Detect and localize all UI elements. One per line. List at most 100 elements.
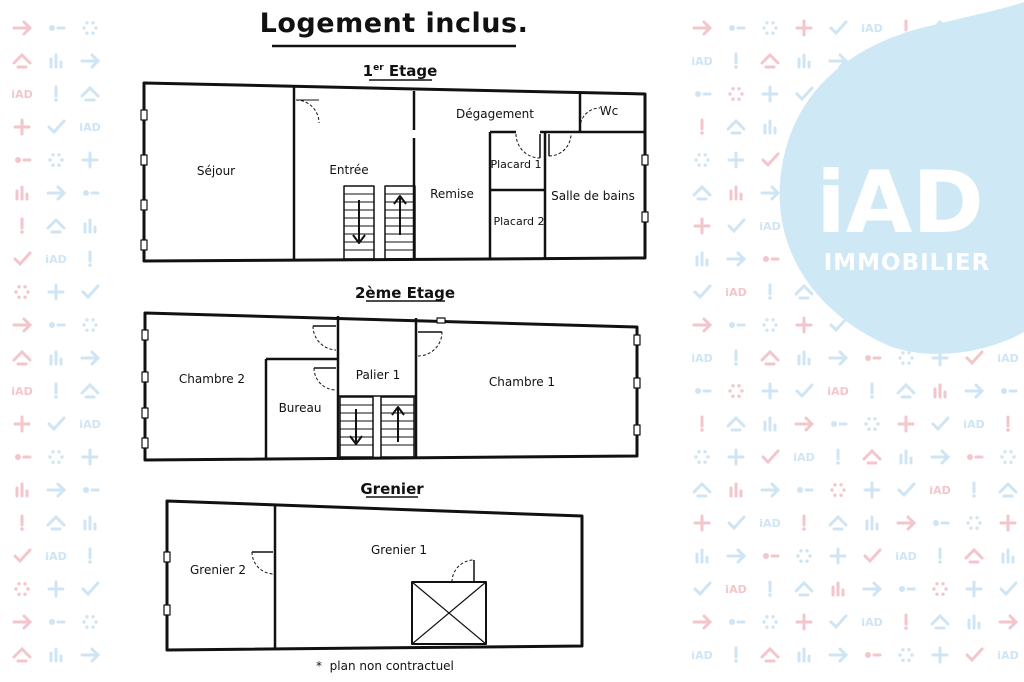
bars-icon: [49, 647, 63, 663]
svg-text:iAD: iAD: [45, 550, 66, 563]
gear-icon: [898, 351, 914, 365]
iad-mini-icon: iAD: [79, 418, 100, 431]
floor-title-second: 2ème Etage: [354, 284, 456, 302]
plus-icon: [829, 547, 847, 565]
plus-icon: [897, 415, 915, 433]
house-icon: [46, 217, 66, 234]
second-floor-plan: [141, 311, 641, 462]
exclamation-icon: [54, 382, 58, 399]
exclamation-icon: [904, 613, 908, 630]
arrow-icon: [80, 647, 101, 663]
floor-title-number: 1: [362, 62, 374, 80]
svg-text:iAD: iAD: [725, 286, 746, 299]
iad-mini-icon: iAD: [45, 253, 66, 266]
check-icon: [897, 482, 916, 498]
check-icon: [693, 284, 712, 300]
house-icon: [998, 481, 1018, 498]
floor-title-first: 1er Etage: [363, 62, 438, 80]
house-icon: [760, 52, 780, 69]
gear-icon: [830, 483, 846, 497]
dots-icon: [865, 355, 882, 361]
iad-mini-icon: iAD: [79, 121, 100, 134]
house-icon: [828, 514, 848, 531]
dots-icon: [729, 619, 746, 625]
svg-text:iAD: iAD: [79, 418, 100, 431]
gear-icon: [48, 153, 64, 167]
svg-text:iAD: iAD: [79, 121, 100, 134]
iad-mini-icon: iAD: [861, 22, 882, 35]
check-icon: [81, 284, 100, 300]
floor-title-attic: Grenier: [360, 480, 424, 498]
attic-outline: [165, 499, 584, 652]
check-icon: [761, 449, 780, 465]
iad-mini-icon: iAD: [45, 550, 66, 563]
stair-arrow-up: [391, 406, 405, 442]
exclamation-icon: [938, 547, 942, 564]
check-icon: [999, 581, 1018, 597]
check-icon: [727, 515, 746, 531]
dots-icon: [729, 322, 746, 328]
plus-icon: [795, 19, 813, 37]
staircase: [380, 396, 415, 458]
arrow-icon: [964, 383, 985, 399]
arrow-icon: [692, 614, 713, 630]
arrow-icon: [828, 53, 849, 69]
check-icon: [47, 416, 66, 432]
door-swing: [451, 559, 475, 583]
door-swing: [548, 133, 572, 157]
dots-icon: [15, 157, 32, 163]
arrow-icon: [930, 449, 951, 465]
check-icon: [727, 218, 746, 234]
check-icon: [13, 548, 32, 564]
gear-icon: [864, 417, 880, 431]
room-label-placard-2: Placard 2: [493, 215, 545, 228]
brand-subtitle: IMMOBILIER: [823, 250, 991, 276]
house-icon: [80, 85, 100, 102]
room-label-degagement: Dégagement: [456, 107, 534, 121]
bars-icon: [83, 515, 97, 531]
arrow-icon: [760, 482, 781, 498]
svg-text:iAD: iAD: [725, 583, 746, 596]
room-label-entree: Entrée: [329, 163, 369, 177]
attic-hatch: [411, 581, 487, 645]
check-icon: [965, 350, 984, 366]
gear-icon: [14, 285, 30, 299]
bars-icon: [729, 185, 743, 201]
plus-icon: [47, 283, 65, 301]
svg-text:iAD: iAD: [45, 253, 66, 266]
bars-icon: [15, 185, 29, 201]
plus-icon: [931, 646, 949, 664]
door-swing: [313, 367, 337, 391]
second-floor-outline: [143, 311, 639, 462]
dots-icon: [797, 487, 814, 493]
stair-arrow-down: [352, 200, 366, 244]
dots-icon: [763, 553, 780, 559]
house-icon: [862, 448, 882, 465]
iad-mini-icon: iAD: [861, 616, 882, 629]
iad-mini-icon: iAD: [895, 550, 916, 563]
bars-icon: [763, 416, 777, 432]
arrow-icon: [80, 53, 101, 69]
gear-icon: [762, 615, 778, 629]
arrow-icon: [692, 20, 713, 36]
plus-icon: [13, 118, 31, 136]
exclamation-icon: [768, 580, 772, 597]
check-icon: [795, 383, 814, 399]
gear-icon: [82, 21, 98, 35]
svg-text:iAD: iAD: [11, 385, 32, 398]
door-swing: [417, 331, 443, 357]
bars-icon: [49, 53, 63, 69]
house-icon: [930, 613, 950, 630]
arrow-icon: [726, 251, 747, 267]
arrow-icon: [760, 185, 781, 201]
page-title: Logement inclus.: [259, 8, 529, 39]
dots-icon: [729, 25, 746, 31]
plus-icon: [13, 415, 31, 433]
plus-icon: [795, 613, 813, 631]
house-icon: [692, 481, 712, 498]
gear-icon: [82, 615, 98, 629]
house-icon: [46, 514, 66, 531]
svg-text:iAD: iAD: [963, 418, 984, 431]
arrow-icon: [46, 185, 67, 201]
